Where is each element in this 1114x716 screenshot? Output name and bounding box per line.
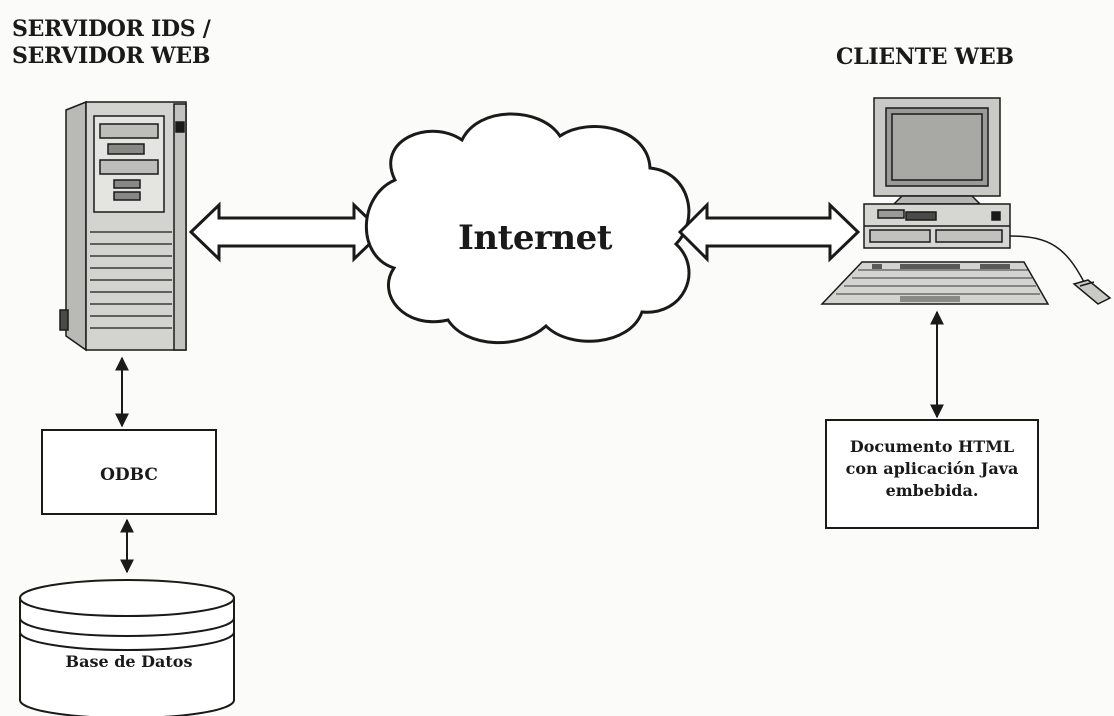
desktop-computer-icon [863,97,1011,249]
server-internet-arrow [188,201,385,263]
document-label: Documento HTML con aplicación Java embeb… [826,436,1038,502]
document-line1: Documento HTML [849,437,1015,456]
server-title-line2: SERVIDOR WEB [12,43,211,69]
document-line2: con aplicación Java [845,459,1019,478]
client-title: CLIENTE WEB [836,44,1014,70]
server-tower-icon [59,100,187,352]
internet-label: Internet [458,218,612,258]
document-box [825,419,1039,529]
cloud-icon [364,112,691,344]
mouse-icon [1009,235,1112,305]
internet-client-arrow [677,201,861,263]
odbc-label: ODBC [100,465,158,485]
server-title: SERVIDOR IDS / SERVIDOR WEB [12,16,312,70]
keyboard-icon [820,261,1050,305]
database-label: Base de Datos [65,652,193,671]
server-title-line1: SERVIDOR IDS / [12,16,211,42]
document-line3: embebida. [885,481,979,500]
odbc-box [41,429,217,515]
database-cylinder-icon [19,579,235,716]
